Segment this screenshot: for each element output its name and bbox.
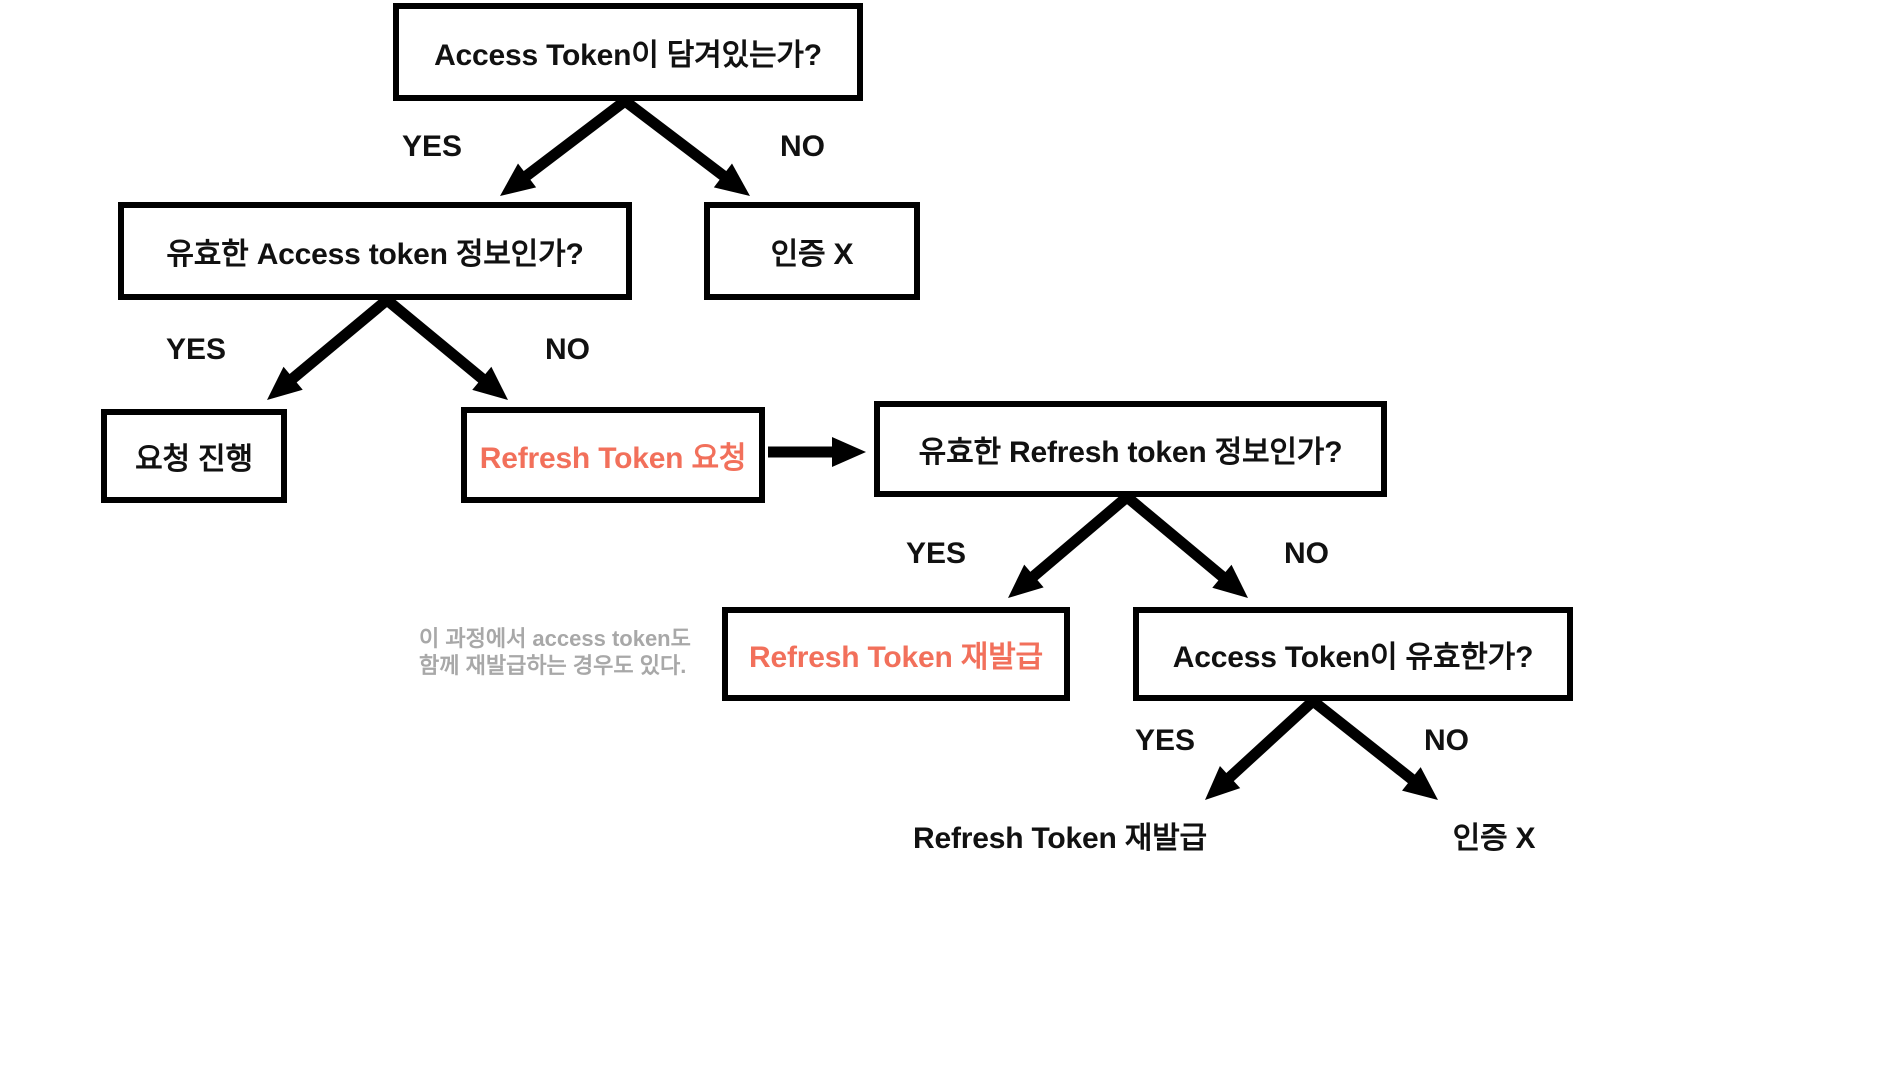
edge-label-yes-l1: YES: [402, 130, 463, 163]
edge-label-no-l8: NO: [1424, 724, 1469, 757]
edge-n6-to-n7: [1008, 492, 1131, 598]
edge-label-no-l6: NO: [1284, 537, 1329, 570]
edge-n2-to-n5: [383, 295, 508, 400]
edge-label-yes-l5: YES: [906, 537, 967, 570]
edge-label-no-l2: NO: [780, 130, 825, 163]
node-n5: Refresh Token 요청: [461, 407, 765, 503]
node-n1: Access Token이 담겨있는가?: [393, 3, 863, 101]
node-n6: 유효한 Refresh token 정보인가?: [874, 401, 1387, 497]
node-label: 인증 X: [1452, 822, 1536, 855]
edge-n1-to-n2: [500, 96, 629, 196]
node-n10: 인증 X: [1434, 810, 1554, 860]
node-n2: 유효한 Access token 정보인가?: [118, 202, 632, 300]
node-label: Access Token이 담겨있는가?: [434, 39, 822, 72]
edge-n1-to-n3: [621, 96, 750, 196]
edge-n8-to-n10: [1309, 696, 1438, 800]
node-label: Refresh Token 재발급: [749, 641, 1043, 674]
node-label: 인증 X: [770, 238, 854, 271]
node-n3: 인증 X: [704, 202, 920, 300]
edge-n2-to-n4: [267, 295, 391, 400]
edge-label-yes-l3: YES: [166, 333, 227, 366]
node-label: Refresh Token 재발급: [913, 822, 1207, 855]
edge-label-no-l4: NO: [545, 333, 590, 366]
node-label: 요청 진행: [135, 443, 253, 476]
node-label: 유효한 Refresh token 정보인가?: [918, 436, 1343, 469]
node-n4: 요청 진행: [101, 409, 287, 503]
node-n7: Refresh Token 재발급: [722, 607, 1070, 701]
node-label: Refresh Token 요청: [479, 442, 747, 475]
node-n9: Refresh Token 재발급: [905, 810, 1215, 860]
edge-n5-to-n6: [768, 437, 866, 467]
annotation-note: 이 과정에서 access token도 함께 재발급하는 경우도 있다.: [419, 626, 691, 678]
edge-n8-to-n9: [1205, 696, 1317, 800]
node-label: 유효한 Access token 정보인가?: [166, 238, 584, 271]
node-label: Access Token이 유효한가?: [1172, 641, 1534, 674]
node-n8: Access Token이 유효한가?: [1133, 607, 1573, 701]
edge-n6-to-n8: [1123, 492, 1248, 598]
edge-label-yes-l7: YES: [1135, 724, 1196, 757]
